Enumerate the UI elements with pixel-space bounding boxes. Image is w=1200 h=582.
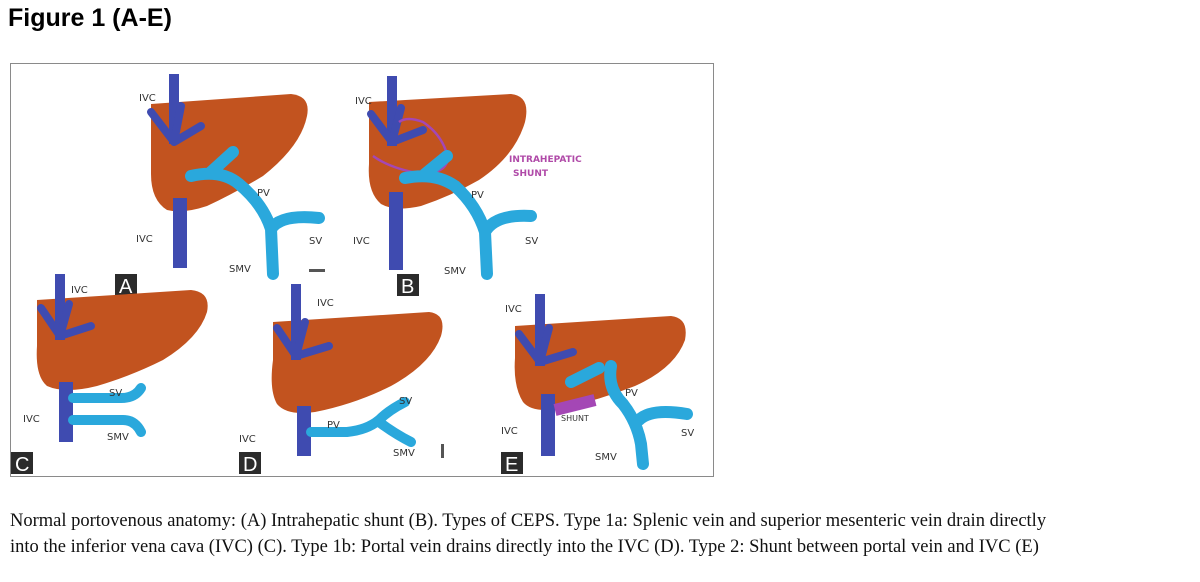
panel-e-ivc-lower — [541, 394, 555, 456]
panel-d-ivc-bottom-label: IVC — [239, 434, 256, 445]
panel-a-ivc-lower — [173, 198, 187, 268]
panel-c-splenic-vein — [73, 388, 141, 398]
figure-panel-frame: IVC IVC PV SV SMV A IVC IVC PV SV SMV IN… — [10, 63, 714, 477]
panel-d: IVC IVC PV SV SMV D — [239, 284, 444, 476]
panel-e-ivc-bottom-label: IVC — [501, 426, 518, 437]
panel-c-letter: C — [15, 454, 29, 476]
caption-line-1: Normal portovenous anatomy: (A) Intrahep… — [10, 508, 1195, 534]
panel-d-mark — [441, 444, 444, 458]
panel-c-smv-label: SMV — [107, 432, 129, 443]
panel-c-ivc-lower — [59, 382, 73, 442]
figure-title: Figure 1 (A-E) — [8, 4, 172, 33]
panel-e-sv-label: SV — [681, 428, 694, 439]
panel-e-pv-label: PV — [625, 388, 638, 399]
panel-c-sv-label: SV — [109, 388, 122, 399]
panel-e-letter: E — [505, 454, 518, 476]
panel-c-smv — [73, 420, 141, 432]
panel-d-sv-label: SV — [399, 396, 412, 407]
panel-d-letter: D — [243, 454, 257, 476]
panel-a-mark — [309, 269, 325, 272]
panel-e: IVC IVC PV SV SMV SHUNT E — [501, 294, 694, 476]
panel-e-shunt-label: SHUNT — [561, 414, 589, 423]
panel-a-ivc-bottom-label: IVC — [136, 234, 153, 245]
panel-d-smv-label: SMV — [393, 448, 415, 459]
panel-b-ivc-lower — [389, 192, 403, 270]
panel-d-ivc-top-label: IVC — [317, 298, 334, 309]
panel-a-smv-label: SMV — [229, 264, 251, 275]
panel-b-smv-label: SMV — [444, 266, 466, 277]
panel-a-pv-label: PV — [257, 188, 270, 199]
panel-a-ivc-top-label: IVC — [139, 93, 156, 104]
panel-b-letter: B — [401, 276, 414, 298]
panel-b-shunt-label-line2: SHUNT — [513, 169, 549, 179]
panel-c-ivc-bottom-label: IVC — [23, 414, 40, 425]
panel-b-sv-label: SV — [525, 236, 538, 247]
panel-b-pv-label: PV — [471, 190, 484, 201]
panel-b-ivc-top-label: IVC — [355, 96, 372, 107]
panel-c: IVC IVC SV SMV C — [11, 274, 208, 476]
caption-line-2: into the inferior vena cava (IVC) (C). T… — [10, 534, 1195, 560]
panel-a-sv-label: SV — [309, 236, 322, 247]
figure-caption: Normal portovenous anatomy: (A) Intrahep… — [10, 508, 1195, 560]
panel-a: IVC IVC PV SV SMV A — [115, 74, 325, 298]
panel-e-ivc-top-label: IVC — [505, 304, 522, 315]
panel-b: IVC IVC PV SV SMV INTRAHEPATIC SHUNT B — [353, 76, 582, 298]
panel-b-shunt-label-line1: INTRAHEPATIC — [509, 155, 582, 165]
panel-b-ivc-bottom-label: IVC — [353, 236, 370, 247]
panel-d-pv-label: PV — [327, 420, 340, 431]
panel-c-ivc-top-label: IVC — [71, 285, 88, 296]
panel-e-smv-label: SMV — [595, 452, 617, 463]
